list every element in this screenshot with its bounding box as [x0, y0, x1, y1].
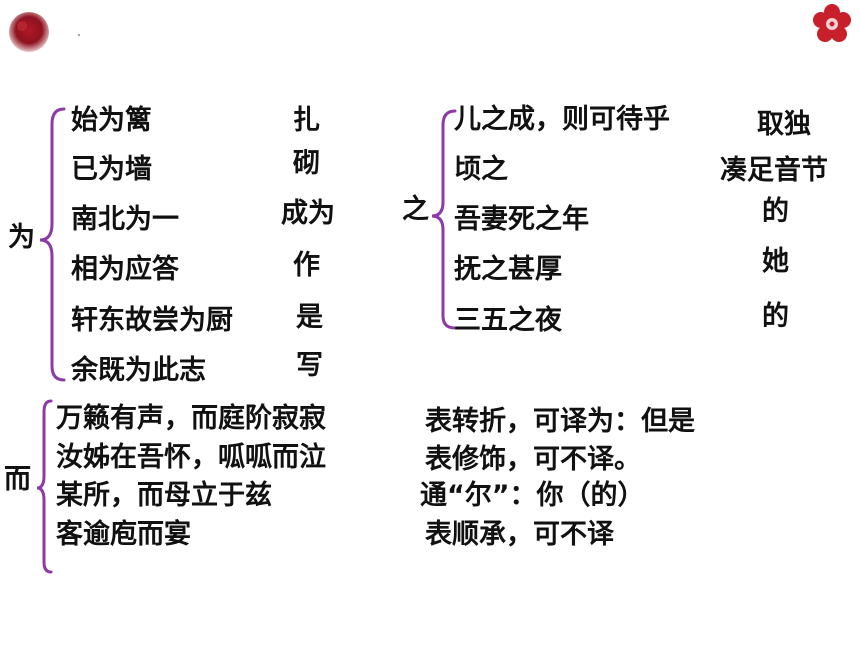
zhi-meaning: 的	[762, 301, 789, 332]
zhi-item: 儿之成，则可待乎	[454, 104, 670, 135]
wei-item: 余既为此志	[71, 355, 206, 386]
wei-meaning: 作	[293, 250, 320, 281]
wei-item: 已为墙	[71, 154, 152, 185]
wei-item: 轩东故尝为厨	[71, 305, 233, 336]
zhi-item: 吾妻死之年	[454, 204, 589, 235]
zhi-item: 抚之甚厚	[454, 254, 562, 285]
wei-meaning: 扎	[293, 105, 320, 136]
wei-item: 相为应答	[71, 254, 179, 285]
wei-char: 为	[8, 222, 35, 253]
zhi-item: 三五之夜	[454, 305, 562, 336]
er-meaning: 表顺承，可不译	[425, 519, 614, 550]
er-char: 而	[4, 464, 31, 495]
zhi-item: 顷之	[454, 154, 508, 185]
zhi-meaning: 她	[762, 246, 789, 277]
er-item: 汝姊在吾怀，呱呱而泣	[56, 442, 326, 473]
wei-meaning: 是	[296, 302, 323, 333]
ink-blot-icon	[6, 10, 52, 54]
wei-meaning: 砌	[293, 148, 320, 179]
wei-meaning: 写	[296, 350, 323, 381]
er-brace	[36, 399, 53, 574]
zhi-meaning: 取独	[757, 109, 811, 140]
wei-item: 南北为一	[71, 204, 179, 235]
wei-brace	[39, 107, 66, 382]
er-meaning: 表转折，可译为：但是	[425, 406, 695, 437]
er-item: 某所，而母立于兹	[56, 480, 272, 511]
zhi-brace	[431, 109, 457, 330]
wei-item: 始为篱	[71, 105, 152, 136]
er-item: 客逾庖而宴	[56, 519, 191, 550]
er-meaning: 表修饰，可不译。	[425, 444, 641, 475]
wei-meaning: 成为	[281, 198, 335, 229]
er-meaning: 通“尔”：你（的）	[420, 480, 645, 511]
decorative-dot	[78, 34, 80, 36]
er-item: 万籁有声，而庭阶寂寂	[56, 403, 326, 434]
zhi-char: 之	[402, 194, 429, 225]
zhi-meaning: 的	[762, 196, 789, 227]
zhi-meaning: 凑足音节	[720, 155, 828, 186]
plum-blossom-icon	[812, 4, 852, 44]
